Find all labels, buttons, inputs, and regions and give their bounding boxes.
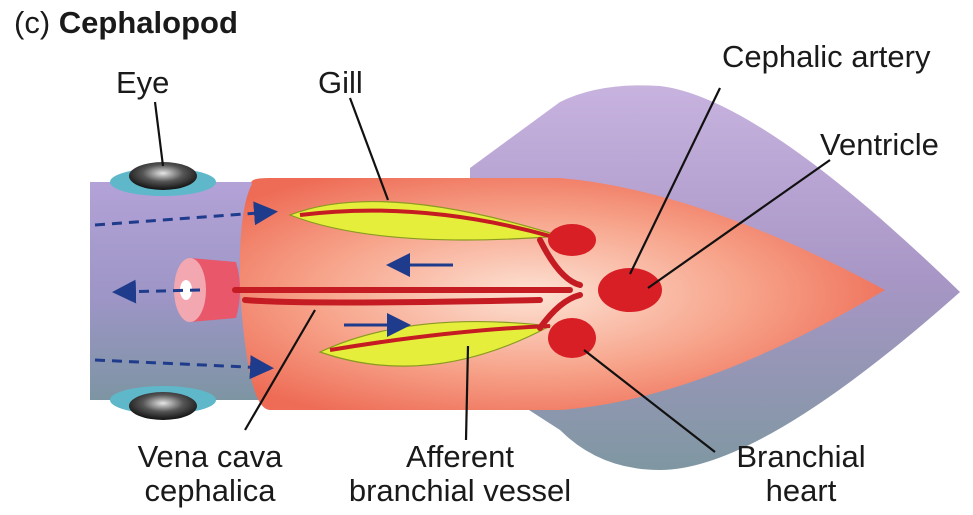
title-prefix: (c) [14, 5, 50, 40]
ventricle [598, 268, 662, 312]
label-branchial-heart: Branchial heart [706, 440, 896, 508]
title-name: Cephalopod [59, 5, 238, 40]
label-branchial-line1: Branchial [706, 440, 896, 474]
branchial-heart-top [548, 224, 596, 256]
eye-top-icon [110, 162, 216, 196]
figure-title: (c) Cephalopod [14, 6, 238, 40]
label-cephalic-artery: Cephalic artery [722, 40, 930, 74]
label-vena-cava-line2: cephalica [120, 474, 300, 508]
label-branchial-line2: heart [706, 474, 896, 508]
label-afferent: Afferent branchial vessel [330, 440, 590, 508]
label-gill: Gill [318, 66, 363, 100]
label-afferent-line2: branchial vessel [330, 474, 590, 508]
label-vena-cava: Vena cava cephalica [120, 440, 300, 508]
label-eye: Eye [116, 66, 169, 100]
label-vena-cava-line1: Vena cava [120, 440, 300, 474]
branchial-heart-bottom [548, 318, 596, 358]
eye-bottom-icon [110, 386, 216, 420]
siphon [174, 258, 240, 322]
label-afferent-line1: Afferent [330, 440, 590, 474]
label-ventricle: Ventricle [820, 128, 939, 162]
